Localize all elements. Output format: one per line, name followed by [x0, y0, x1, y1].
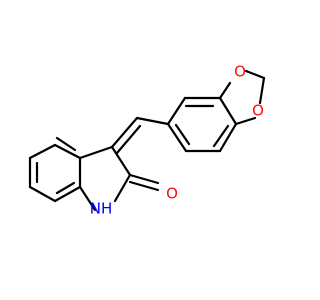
bond	[174, 123, 191, 146]
bond	[110, 116, 139, 149]
bond	[218, 96, 238, 126]
bond	[110, 145, 132, 177]
bond	[135, 116, 170, 126]
bond	[244, 69, 266, 80]
bond	[115, 124, 142, 155]
bond	[128, 173, 160, 185]
bond	[166, 122, 188, 153]
bond	[218, 81, 232, 100]
bond	[53, 143, 82, 160]
bond	[53, 185, 82, 203]
bond	[218, 122, 238, 153]
bond	[78, 145, 114, 160]
atom-label-o2: O	[252, 102, 264, 120]
bond	[55, 136, 77, 152]
bond	[78, 185, 97, 212]
bond	[28, 185, 57, 203]
atom-label-o1: O	[234, 63, 246, 81]
bond	[234, 116, 257, 126]
bond	[258, 76, 266, 105]
atom-label-n1: NH	[90, 200, 113, 218]
bond	[128, 180, 160, 192]
bond	[212, 124, 230, 148]
atom-label-o3: O	[166, 185, 178, 203]
molecule-structure-diagram: O O O NH	[28, 63, 266, 218]
bond	[55, 181, 76, 195]
bond	[28, 143, 57, 160]
bond	[113, 173, 132, 203]
bond	[166, 96, 187, 126]
